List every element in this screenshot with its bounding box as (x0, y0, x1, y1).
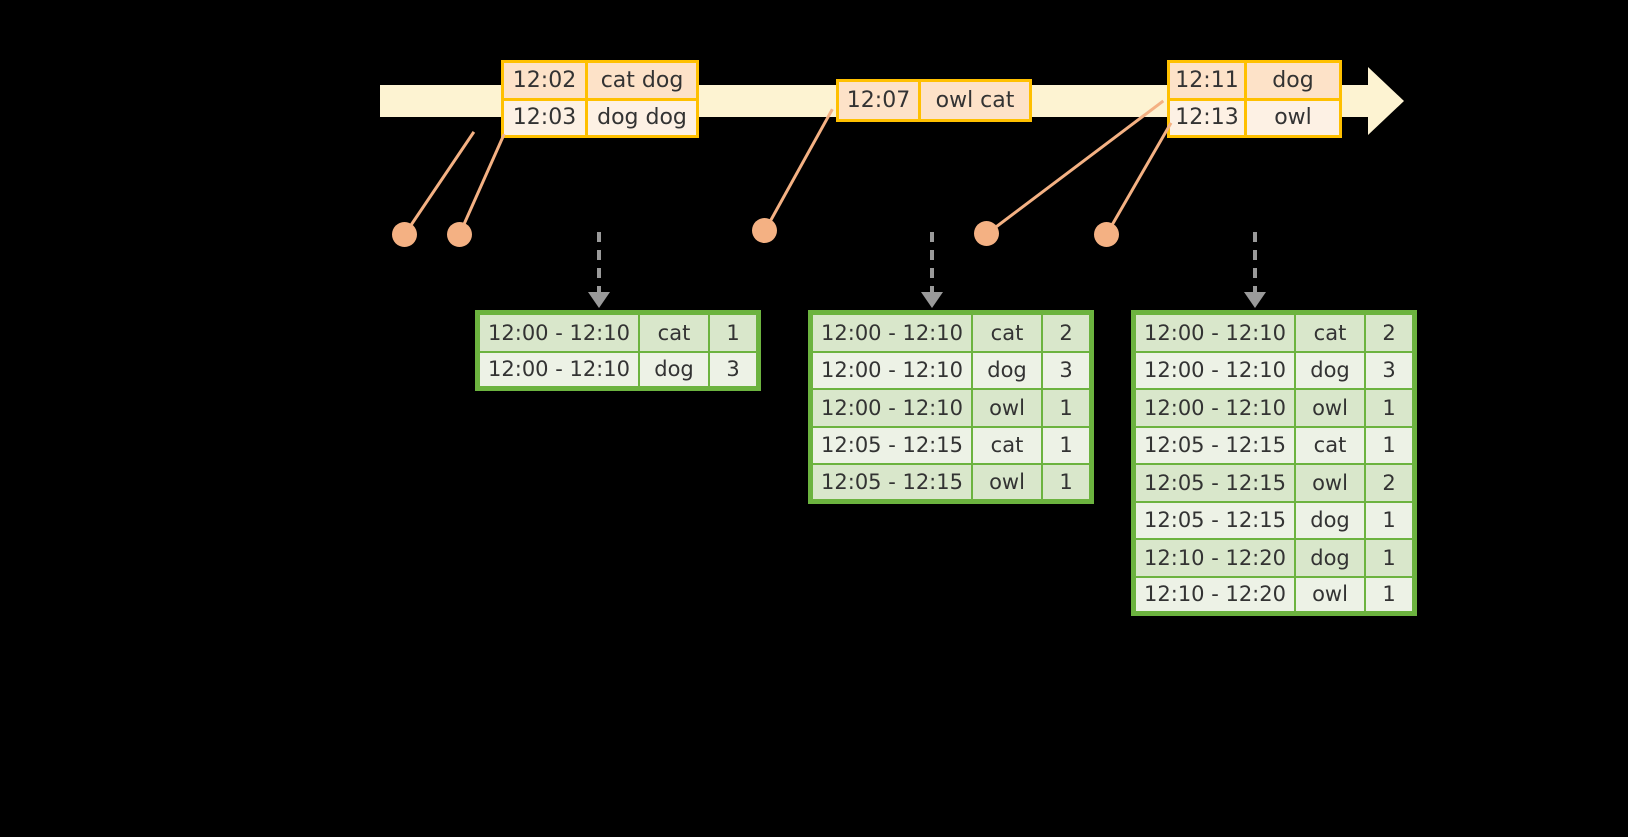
window-cell: 12:05 - 12:15 (1136, 427, 1294, 463)
table-row[interactable]: 12:05 - 12:15 cat 1 (811, 426, 1091, 463)
table-row[interactable]: 12:10 - 12:20 owl 1 (1134, 576, 1414, 614)
table-row[interactable]: 12:00 - 12:10 cat 2 (811, 313, 1091, 351)
window-cell: 12:00 - 12:10 (813, 352, 971, 388)
event-row[interactable]: 12:11 dog (1170, 63, 1339, 98)
window-cell: 12:10 - 12:20 (1136, 577, 1294, 611)
word-cell: cat (973, 427, 1041, 463)
window-cell: 12:00 - 12:10 (480, 315, 638, 351)
dashed-arrow-head-2 (921, 292, 943, 308)
table-row[interactable]: 12:00 - 12:10 owl 1 (811, 388, 1091, 426)
trigger-dot-2[interactable] (447, 222, 472, 247)
window-cell: 12:00 - 12:10 (1136, 352, 1294, 388)
event-words: owl (1247, 100, 1339, 135)
word-cell: owl (1296, 465, 1364, 501)
event-time: 12:13 (1170, 100, 1247, 135)
count-cell: 1 (1366, 390, 1412, 426)
count-cell: 3 (710, 352, 756, 386)
window-cell: 12:05 - 12:15 (813, 465, 971, 499)
window-cell: 12:00 - 12:10 (1136, 315, 1294, 351)
count-cell: 2 (1366, 315, 1412, 351)
count-cell: 1 (1366, 502, 1412, 538)
window-cell: 12:00 - 12:10 (813, 315, 971, 351)
table-row[interactable]: 12:00 - 12:10 dog 3 (478, 351, 758, 389)
event-box-3[interactable]: 12:11 dog 12:13 owl (1167, 60, 1342, 138)
event-time: 12:02 (504, 63, 588, 98)
table-row[interactable]: 12:05 - 12:15 owl 2 (1134, 463, 1414, 501)
count-cell: 1 (1043, 390, 1089, 426)
trigger-dot-3[interactable] (752, 218, 777, 243)
dashed-arrow-line-1 (597, 232, 601, 294)
event-time: 12:07 (839, 82, 921, 119)
trigger-dot-5[interactable] (1094, 222, 1119, 247)
table-row[interactable]: 12:00 - 12:10 owl 1 (1134, 388, 1414, 426)
event-time: 12:03 (504, 100, 588, 135)
dashed-arrow-head-1 (588, 292, 610, 308)
word-cell: owl (1296, 577, 1364, 611)
table-row[interactable]: 12:00 - 12:10 cat 2 (1134, 313, 1414, 351)
timeline-arrow-head (1368, 67, 1404, 135)
trigger-dot-1[interactable] (392, 222, 417, 247)
window-cell: 12:05 - 12:15 (1136, 465, 1294, 501)
word-cell: cat (1296, 315, 1364, 351)
count-cell: 1 (710, 315, 756, 351)
count-cell: 1 (1043, 465, 1089, 499)
word-cell: dog (1296, 540, 1364, 576)
table-row[interactable]: 12:05 - 12:15 owl 1 (811, 463, 1091, 501)
event-words: dog dog (588, 100, 696, 135)
word-cell: cat (973, 315, 1041, 351)
window-cell: 12:00 - 12:10 (480, 352, 638, 386)
result-table-2[interactable]: 12:00 - 12:10 cat 2 12:00 - 12:10 dog 3 … (808, 310, 1094, 504)
window-cell: 12:00 - 12:10 (813, 390, 971, 426)
dashed-arrow-line-2 (930, 232, 934, 294)
count-cell: 1 (1366, 577, 1412, 611)
word-cell: dog (973, 352, 1041, 388)
event-row[interactable]: 12:07 owl cat (839, 82, 1029, 119)
table-row[interactable]: 12:00 - 12:10 dog 3 (811, 351, 1091, 388)
count-cell: 1 (1043, 427, 1089, 463)
event-words: owl cat (921, 82, 1029, 119)
result-table-3[interactable]: 12:00 - 12:10 cat 2 12:00 - 12:10 dog 3 … (1131, 310, 1417, 616)
table-row[interactable]: 12:05 - 12:15 cat 1 (1134, 426, 1414, 463)
count-cell: 3 (1366, 352, 1412, 388)
word-cell: owl (973, 390, 1041, 426)
word-cell: dog (1296, 352, 1364, 388)
word-cell: dog (640, 352, 708, 386)
word-cell: cat (1296, 427, 1364, 463)
event-box-2[interactable]: 12:07 owl cat (836, 79, 1032, 122)
word-cell: cat (640, 315, 708, 351)
event-time: 12:11 (1170, 63, 1247, 98)
table-row[interactable]: 12:00 - 12:10 dog 3 (1134, 351, 1414, 388)
table-row[interactable]: 12:05 - 12:15 dog 1 (1134, 501, 1414, 538)
count-cell: 3 (1043, 352, 1089, 388)
event-box-1[interactable]: 12:02 cat dog 12:03 dog dog (501, 60, 699, 138)
word-cell: owl (973, 465, 1041, 499)
count-cell: 1 (1366, 540, 1412, 576)
window-cell: 12:10 - 12:20 (1136, 540, 1294, 576)
table-row[interactable]: 12:10 - 12:20 dog 1 (1134, 538, 1414, 576)
event-row[interactable]: 12:02 cat dog (504, 63, 696, 98)
event-row[interactable]: 12:03 dog dog (504, 97, 696, 135)
connector-line-2 (457, 133, 506, 237)
window-cell: 12:05 - 12:15 (1136, 502, 1294, 538)
word-cell: dog (1296, 502, 1364, 538)
window-cell: 12:00 - 12:10 (1136, 390, 1294, 426)
trigger-dot-4[interactable] (974, 221, 999, 246)
count-cell: 1 (1366, 427, 1412, 463)
event-words: dog (1247, 63, 1339, 98)
count-cell: 2 (1043, 315, 1089, 351)
connector-line-3 (762, 108, 834, 234)
word-cell: owl (1296, 390, 1364, 426)
result-table-1[interactable]: 12:00 - 12:10 cat 1 12:00 - 12:10 dog 3 (475, 310, 761, 391)
event-row[interactable]: 12:13 owl (1170, 97, 1339, 135)
dashed-arrow-line-3 (1253, 232, 1257, 294)
window-cell: 12:05 - 12:15 (813, 427, 971, 463)
count-cell: 2 (1366, 465, 1412, 501)
dashed-arrow-head-3 (1244, 292, 1266, 308)
event-words: cat dog (588, 63, 696, 98)
table-row[interactable]: 12:00 - 12:10 cat 1 (478, 313, 758, 351)
